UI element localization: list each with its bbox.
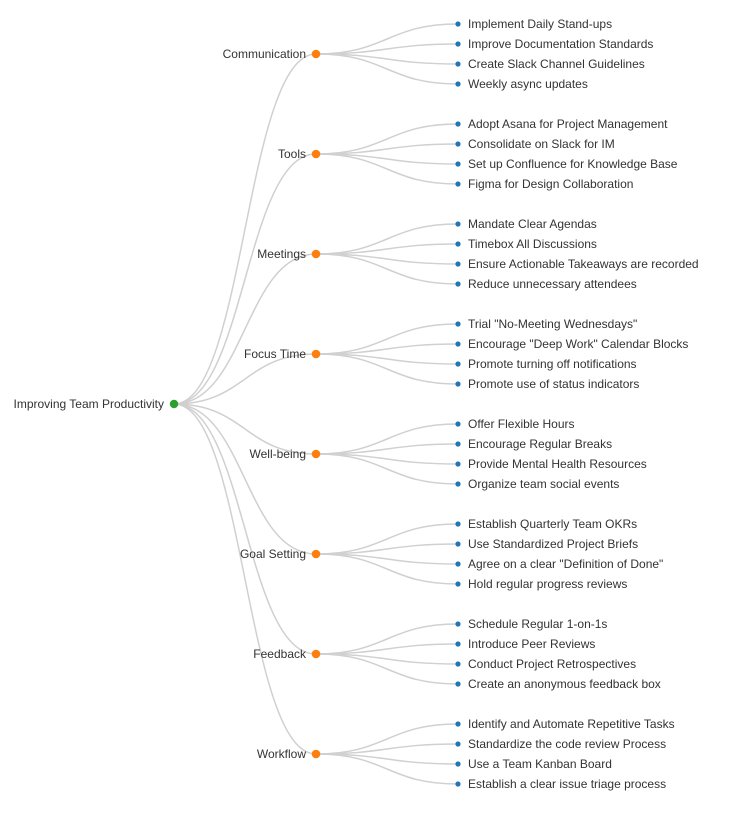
svg-text:Timebox All Discussions: Timebox All Discussions — [468, 237, 597, 251]
svg-text:Improving Team Productivity: Improving Team Productivity — [13, 397, 164, 411]
svg-text:Feedback: Feedback — [253, 647, 307, 661]
svg-text:Establish Quarterly Team OKRs: Establish Quarterly Team OKRs — [468, 517, 637, 531]
svg-text:Adopt Asana for Project Manage: Adopt Asana for Project Management — [468, 117, 668, 131]
svg-text:Offer Flexible Hours: Offer Flexible Hours — [468, 417, 574, 431]
svg-text:Create an anonymous feedback b: Create an anonymous feedback box — [468, 677, 661, 691]
svg-text:Promote use of status indicato: Promote use of status indicators — [468, 377, 639, 391]
svg-text:Consolidate on Slack for IM: Consolidate on Slack for IM — [468, 137, 615, 151]
svg-text:Goal Setting: Goal Setting — [240, 547, 306, 561]
svg-text:Implement Daily Stand-ups: Implement Daily Stand-ups — [468, 17, 612, 31]
svg-text:Trial "No-Meeting Wednesdays": Trial "No-Meeting Wednesdays" — [468, 317, 637, 331]
svg-text:Encourage Regular Breaks: Encourage Regular Breaks — [468, 437, 612, 451]
svg-text:Hold regular progress reviews: Hold regular progress reviews — [468, 577, 627, 591]
svg-text:Meetings: Meetings — [257, 247, 306, 261]
svg-text:Communication: Communication — [223, 47, 306, 61]
svg-text:Focus Time: Focus Time — [244, 347, 306, 361]
svg-text:Tools: Tools — [278, 147, 306, 161]
svg-text:Figma for Design Collaboration: Figma for Design Collaboration — [468, 177, 633, 191]
svg-text:Use Standardized Project Brief: Use Standardized Project Briefs — [468, 537, 638, 551]
svg-text:Establish a clear issue triage: Establish a clear issue triage process — [468, 777, 666, 791]
svg-text:Agree on a clear "Definition o: Agree on a clear "Definition of Done" — [468, 557, 663, 571]
svg-text:Workflow: Workflow — [257, 747, 306, 761]
svg-text:Improve Documentation Standard: Improve Documentation Standards — [468, 37, 653, 51]
svg-text:Mandate Clear Agendas: Mandate Clear Agendas — [468, 217, 597, 231]
svg-text:Well-being: Well-being — [250, 447, 306, 461]
svg-text:Identify and Automate Repetiti: Identify and Automate Repetitive Tasks — [468, 717, 675, 731]
svg-text:Promote turning off notificati: Promote turning off notifications — [468, 357, 637, 371]
svg-text:Weekly async updates: Weekly async updates — [468, 77, 588, 91]
svg-text:Create Slack Channel Guideline: Create Slack Channel Guidelines — [468, 57, 645, 71]
svg-text:Organize team social events: Organize team social events — [468, 477, 619, 491]
svg-text:Standardize the code review Pr: Standardize the code review Process — [468, 737, 666, 751]
svg-text:Ensure Actionable Takeaways ar: Ensure Actionable Takeaways are recorded — [468, 257, 699, 271]
svg-text:Introduce Peer Reviews: Introduce Peer Reviews — [468, 637, 595, 651]
svg-text:Reduce unnecessary attendees: Reduce unnecessary attendees — [468, 277, 637, 291]
svg-text:Conduct Project Retrospectives: Conduct Project Retrospectives — [468, 657, 636, 671]
svg-text:Schedule Regular 1-on-1s: Schedule Regular 1-on-1s — [468, 617, 607, 631]
svg-text:Use a Team Kanban Board: Use a Team Kanban Board — [468, 757, 612, 771]
svg-text:Set up Confluence for Knowledg: Set up Confluence for Knowledge Base — [468, 157, 678, 171]
svg-text:Provide Mental Health Resource: Provide Mental Health Resources — [468, 457, 647, 471]
svg-text:Encourage "Deep Work" Calendar: Encourage "Deep Work" Calendar Blocks — [468, 337, 688, 351]
